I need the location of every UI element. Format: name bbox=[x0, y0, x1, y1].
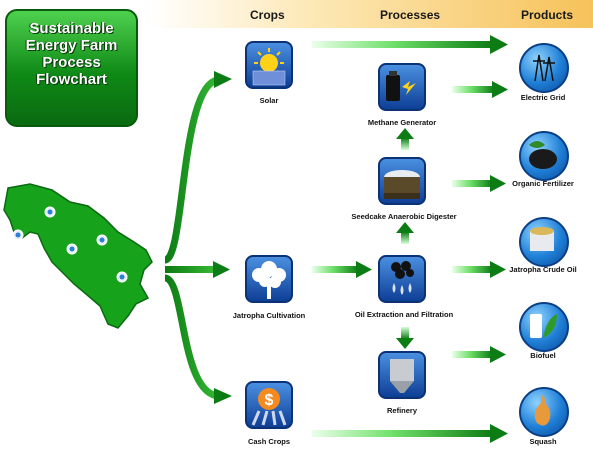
branch-arrow-down bbox=[163, 274, 232, 404]
cash-crops-icon: $ bbox=[245, 381, 293, 429]
solar-icon bbox=[245, 41, 293, 89]
arrow-methane-to-grid bbox=[452, 81, 508, 98]
arrow-digester-to-methane bbox=[396, 128, 414, 150]
branch-arrow-up bbox=[163, 71, 232, 264]
process-oil-label: Oil Extraction and Filtration bbox=[354, 310, 454, 319]
product-oil-label: Jatropha Crude Oil bbox=[509, 265, 577, 274]
arrow-solar-to-grid bbox=[312, 35, 508, 54]
refinery-icon bbox=[378, 351, 426, 399]
arrow-oil-to-crude bbox=[452, 261, 506, 278]
costa-rica-map-icon bbox=[3, 183, 153, 329]
product-squash-label: Squash bbox=[529, 437, 557, 446]
product-fertilizer-label: Organic Fertilizer bbox=[512, 179, 574, 188]
methane-generator-icon bbox=[386, 71, 416, 101]
chart-title: Sustainable Energy Farm Process Flowchar… bbox=[5, 9, 138, 127]
svg-text:$: $ bbox=[265, 392, 274, 409]
digester-icon bbox=[378, 157, 426, 205]
digester-tank-icon bbox=[384, 170, 420, 199]
process-digester-label: Seedcake Anaerobic Digester bbox=[351, 212, 457, 221]
crop-jatropha-label: Jatropha Cultivation bbox=[232, 311, 306, 320]
processes-column-header: Processes bbox=[380, 8, 441, 22]
cash-crop-icon: $ bbox=[251, 388, 287, 426]
jatropha-tree-icon bbox=[252, 261, 286, 299]
fertilizer-product-icon bbox=[519, 131, 569, 181]
product-biofuel-label: Biofuel bbox=[530, 351, 556, 360]
crop-solar-label: Solar bbox=[259, 96, 279, 105]
crops-column-header: Crops bbox=[250, 8, 285, 22]
squash-icon bbox=[534, 395, 551, 426]
jatropha-icon bbox=[245, 255, 293, 303]
crude-oil-tank-icon bbox=[530, 227, 554, 251]
arrow-refinery-to-biofuel bbox=[452, 346, 506, 363]
products-column-header: Products bbox=[521, 8, 574, 22]
arrow-oil-to-refinery bbox=[396, 327, 414, 349]
oil-drops-icon bbox=[391, 261, 414, 295]
arrow-digester-to-fertilizer bbox=[452, 175, 506, 192]
electric-grid-icon bbox=[533, 54, 555, 82]
arrow-jatropha-to-oil bbox=[312, 261, 372, 278]
squash-product-icon bbox=[519, 387, 569, 437]
branch-arrow-middle bbox=[165, 261, 230, 278]
arrow-oil-to-digester bbox=[396, 222, 414, 244]
header-bar bbox=[150, 0, 593, 28]
arrow-cash-to-squash bbox=[312, 424, 508, 443]
refinery-tank-icon bbox=[390, 359, 414, 393]
fertilizer-icon bbox=[529, 141, 557, 169]
biofuel-icon bbox=[519, 302, 569, 352]
process-methane-label: Methane Generator bbox=[367, 118, 437, 127]
oil-extraction-icon bbox=[378, 255, 426, 303]
process-refinery-label: Refinery bbox=[386, 406, 418, 415]
product-grid-label: Electric Grid bbox=[520, 93, 566, 102]
biofuel-pump-icon bbox=[530, 314, 557, 338]
crude-oil-icon bbox=[519, 217, 569, 267]
crop-cash-label: Cash Crops bbox=[247, 437, 291, 446]
solar-panel-icon bbox=[252, 48, 286, 86]
methane-icon bbox=[378, 63, 426, 111]
grid-icon bbox=[519, 43, 569, 93]
